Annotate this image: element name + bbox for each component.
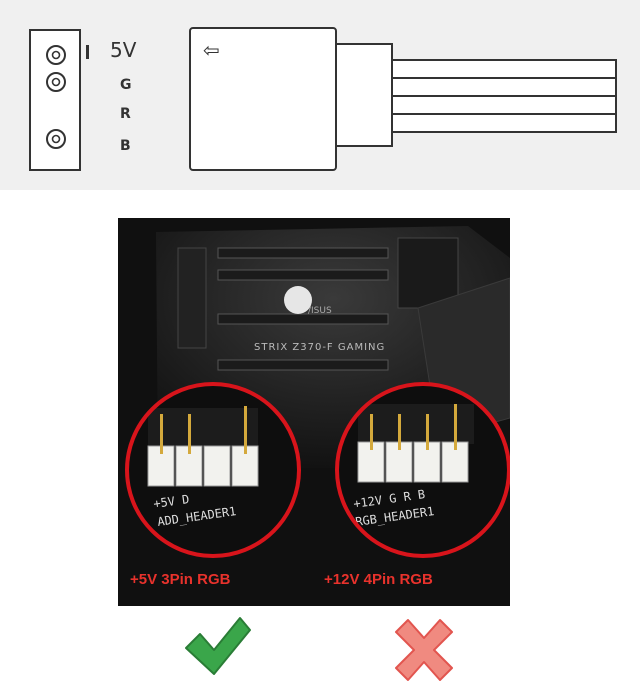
pin-row-add-header bbox=[147, 445, 259, 487]
pin-label-5v: 5V bbox=[110, 38, 137, 62]
mounting-hole bbox=[284, 286, 312, 314]
rgb-header-zoom: +12V G R B RGB_HEADER1 bbox=[335, 382, 510, 558]
board-brand: /ISUS bbox=[308, 306, 332, 316]
left-caption: +5V 3Pin RGB bbox=[130, 571, 231, 588]
pin-hole-g bbox=[46, 72, 66, 92]
check-icon bbox=[185, 617, 251, 675]
pin-header-block bbox=[29, 29, 89, 171]
arrow-icon: ⇦ bbox=[203, 38, 220, 62]
pin-hole-5v bbox=[46, 45, 66, 65]
right-caption: +12V 4Pin RGB bbox=[324, 571, 433, 588]
connector-diagram: 5V G R B ⇦ bbox=[0, 0, 640, 190]
connector-plug: ⇦ bbox=[189, 27, 393, 171]
pin-hole-b bbox=[46, 129, 66, 149]
pin-label-r: R bbox=[120, 106, 131, 122]
motherboard-photo: /ISUS STRIX Z370-F GAMING +5V D ADD_HEAD… bbox=[118, 218, 510, 606]
cross-icon bbox=[395, 619, 453, 681]
add-header-pin-labels: +5V D bbox=[152, 492, 190, 511]
board-model: STRIX Z370-F GAMING bbox=[254, 342, 385, 353]
verdict-marks bbox=[185, 617, 453, 681]
pin-label-b: B bbox=[120, 138, 131, 154]
wire-bundle bbox=[391, 59, 617, 133]
pin-label-g: G bbox=[120, 77, 132, 93]
add-header-zoom: +5V D ADD_HEADER1 bbox=[125, 382, 301, 558]
